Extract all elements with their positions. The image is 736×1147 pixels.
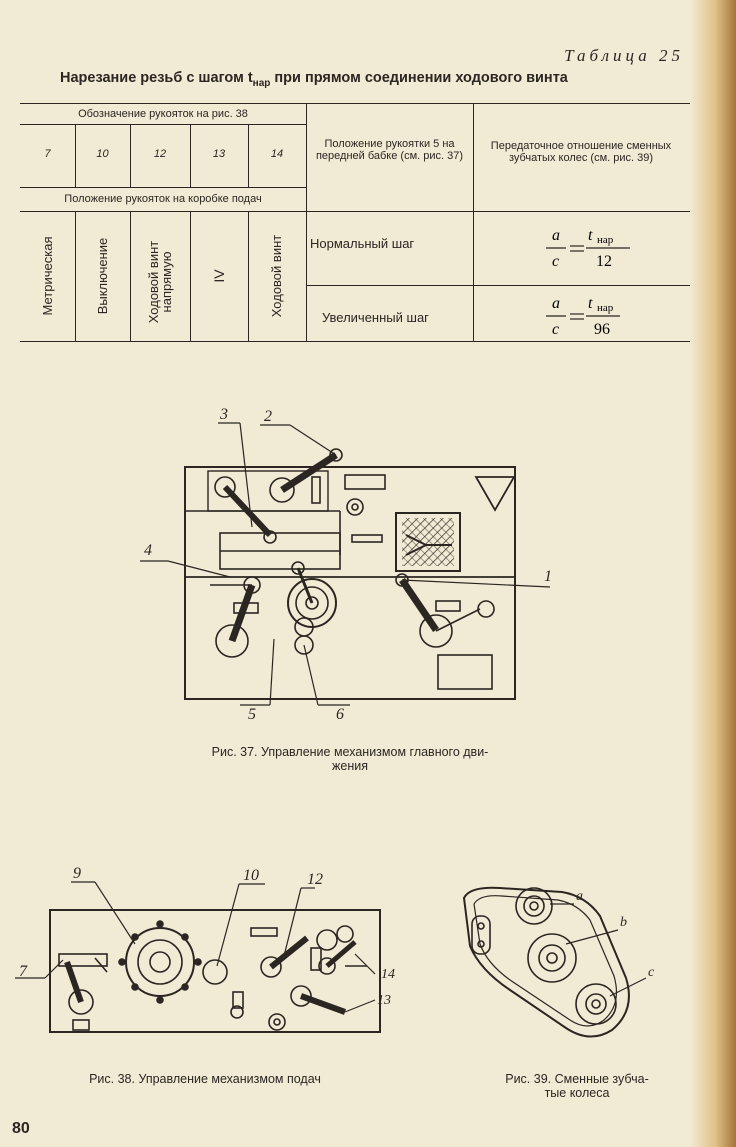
table-col-rule [473,103,475,341]
table-title: Нарезание резьб с шагом tнар при прямом … [60,70,568,89]
formula-t: t [588,295,593,312]
callout-14: 14 [381,967,395,982]
formula-sub: нар [597,234,614,246]
callout-10: 10 [243,867,259,884]
table-rule [20,187,306,189]
callout-3: 3 [219,406,228,423]
handle-number: 10 [96,148,109,160]
figure-38-caption: Рис. 38. Управление механизмом подач [89,1072,321,1086]
table-col-rule [130,124,132,187]
header-ratio: Передаточное отношение сменных зубчатых … [490,140,672,164]
callout-b: b [620,915,627,930]
callout-2: 2 [264,408,272,425]
formula-c: c [552,253,559,270]
formula-sub: нар [597,302,614,314]
table-col-rule [306,103,308,341]
header-handles: Обозначение рукояток на рис. 38 [78,108,248,120]
callout-7: 7 [19,963,28,980]
handle-number: 14 [270,148,284,160]
position-metric: Метрическая [40,236,55,316]
table-number: Таблица 25 [564,46,684,65]
callout-9: 9 [73,865,81,882]
handle-number: 13 [212,148,226,160]
row-normal-pitch: Нормальный шаг [310,236,415,251]
table-col-rule [248,211,250,341]
position-leadscrew: Ходовой винт [269,234,284,318]
page-edge-shadow [690,0,736,1147]
position-off: Выключение [95,237,110,315]
formula-a: a [552,295,560,312]
table-col-rule [75,124,77,187]
callout-12: 12 [307,871,323,888]
page-number: 80 [12,1120,30,1137]
table-col-rule [190,211,192,341]
figure-39-drawing: a b c [462,886,655,1038]
table-col-rule [75,211,77,341]
callout-a: a [576,889,583,904]
callout-1: 1 [544,568,552,585]
formula-den: 12 [596,253,612,270]
callout-c: c [648,965,655,980]
formula-a: a [552,227,560,244]
handle-number: 7 [44,148,51,160]
figure-39-caption: Рис. 39. Сменные зубча- тые колеса [505,1072,649,1100]
figure-38-drawing: 9 10 12 7 14 13 [15,865,395,1033]
table-top-rule [20,103,690,105]
formula-increased: a c t нар 96 [546,295,620,338]
callout-6: 6 [336,706,344,723]
figure-37-caption: Рис. 37. Управление механизмом главного … [211,745,489,773]
table-rule [20,124,306,126]
table-col-rule [248,124,250,187]
formula-c: c [552,321,559,338]
position-iv: IV [211,269,227,283]
table-col-rule [190,124,192,187]
table-col-rule [130,211,132,341]
formula-den: 96 [594,321,610,338]
callout-13: 13 [377,993,391,1008]
handle-number: 12 [153,148,167,160]
position-leadscrew-direct: Ходовой винт напрямую [146,240,174,324]
callout-5: 5 [248,706,256,723]
formula-t: t [588,227,593,244]
table-row-rule [306,285,690,287]
callout-4: 4 [144,542,152,559]
table-header-rule [20,211,690,213]
table-bottom-rule [20,341,690,342]
formula-normal: a c t нар 12 [546,227,630,270]
figure-37-drawing: 3 2 4 1 5 6 [140,406,552,723]
header-feedbox: Положение рукояток на коробке подач [64,193,262,205]
row-increased-pitch: Увеличенный шаг [322,310,429,325]
header-position: Положение рукоятки 5 на передней бабке (… [315,138,464,162]
